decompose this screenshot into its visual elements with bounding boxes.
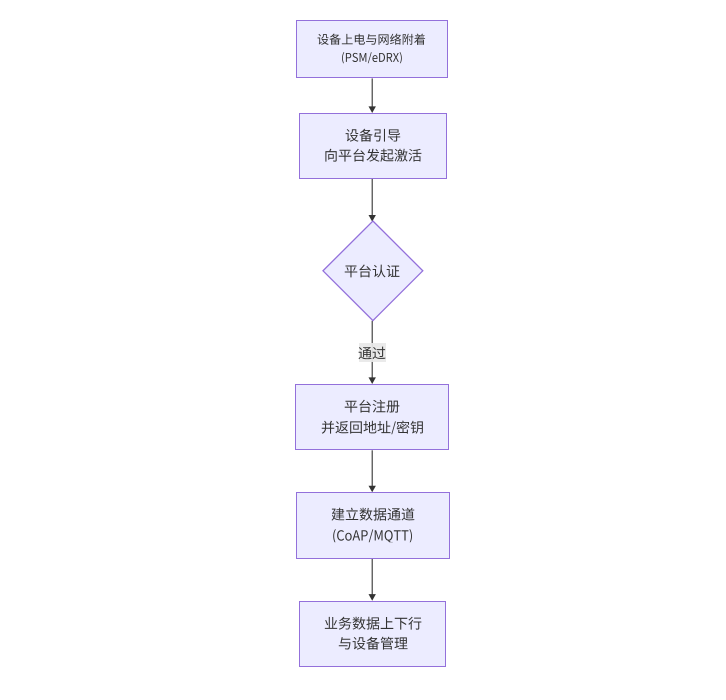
node-label: 业务数据上下行 与设备管理 bbox=[324, 612, 422, 653]
node-platform-auth[interactable]: 平台认证 bbox=[323, 221, 423, 321]
node-label: 平台认证 bbox=[344, 261, 400, 282]
node-label-line bbox=[333, 529, 413, 543]
node-power-attach[interactable]: 设备上电与网络附着 (PSM/eDRX) bbox=[295, 20, 448, 79]
node-label-line bbox=[345, 399, 400, 413]
node-platform-auth-shape[interactable] bbox=[321, 219, 425, 323]
node-data-channel[interactable]: 建立数据通道 (CoAP/MQTT) bbox=[296, 492, 450, 559]
node-label-line bbox=[325, 149, 422, 163]
node-label: 设备引导 向平台发起激活 bbox=[324, 124, 422, 165]
node-label-line bbox=[345, 128, 401, 142]
node-bootstrap[interactable]: 设备引导 向平台发起激活 bbox=[299, 113, 447, 179]
node-label: 设备上电与网络附着 (PSM/eDRX) bbox=[317, 30, 426, 66]
node-register[interactable]: 平台注册 并返回地址/密钥 bbox=[295, 384, 450, 451]
edge-label-text bbox=[358, 346, 386, 359]
node-label: 建立数据通道 (CoAP/MQTT) bbox=[331, 504, 415, 545]
node-label-line bbox=[341, 52, 402, 64]
node-label-line bbox=[321, 420, 423, 434]
node-label-line bbox=[317, 33, 426, 46]
node-business[interactable]: 业务数据上下行 与设备管理 bbox=[299, 600, 447, 668]
edge-label-pass: 通过 bbox=[358, 343, 386, 362]
node-label: 平台注册 并返回地址/密钥 bbox=[321, 396, 424, 437]
node-label-line bbox=[338, 637, 408, 651]
node-label-line bbox=[345, 264, 400, 278]
node-label-line bbox=[324, 616, 422, 630]
node-label-line bbox=[331, 507, 415, 521]
